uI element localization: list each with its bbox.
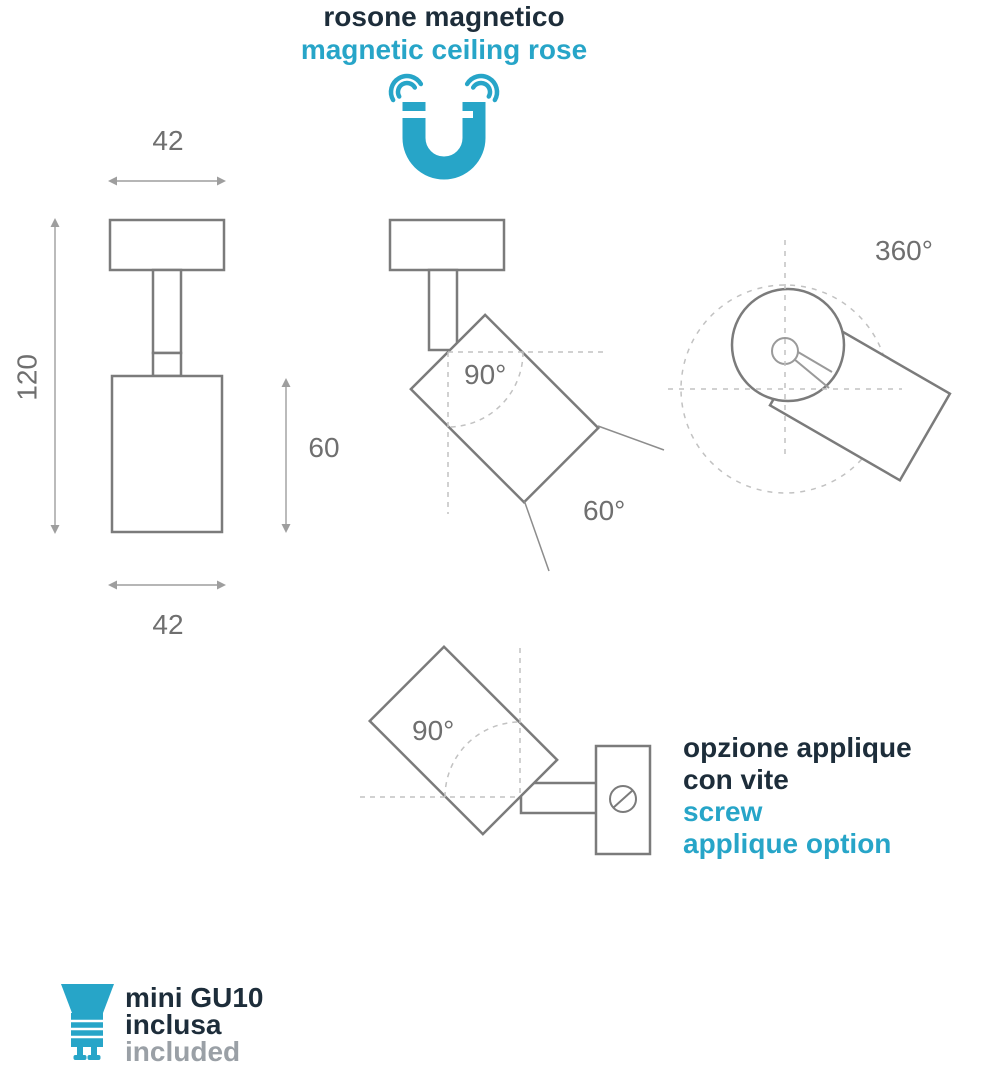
lamp-note-line1: mini GU10	[125, 982, 264, 1013]
bulb-ridges	[71, 1019, 103, 1039]
magnet-icon	[388, 73, 500, 180]
lamp-note-line3: included	[125, 1036, 241, 1067]
beam-angle-label: 60°	[583, 495, 626, 526]
ceiling-rose-tilt	[388, 218, 506, 272]
magnet-signal-waves-left	[388, 73, 424, 103]
beam-angle-lines	[523, 425, 665, 572]
applique-construction-lines	[360, 648, 521, 798]
dim-label-top-width: 42	[152, 125, 184, 156]
ceiling-rose-top	[730, 287, 846, 403]
bulb-head	[61, 984, 114, 1013]
rotation-angle-label: 360°	[875, 235, 933, 266]
magnet-pole-bands	[401, 111, 473, 118]
dim-label-total-height: 120	[11, 354, 43, 401]
dim-label-body-height: 60	[308, 432, 340, 463]
applique-tilt-angle-label: 90°	[412, 715, 455, 746]
dim-label-bottom-width: 42	[152, 609, 184, 640]
ceiling-rose-front	[108, 218, 226, 272]
screw-icon	[609, 785, 637, 813]
magnet-signal-waves-right	[464, 73, 500, 103]
stem-tilt	[427, 268, 459, 352]
applique-label-en-line1: screw	[683, 796, 763, 827]
stem-upper-front	[151, 268, 183, 355]
spot-body-applique	[367, 644, 559, 836]
stem-applique	[519, 781, 600, 815]
page-subtitle: magnetic ceiling rose	[300, 34, 588, 65]
crosshair-lines	[668, 240, 902, 460]
applique-label-it-line1: opzione applique	[683, 732, 912, 763]
applique-label-en-line2: applique option	[683, 828, 892, 859]
page-title: rosone magnetico	[323, 1, 565, 32]
tilt-construction-lines	[447, 351, 604, 514]
applique-view-drawing	[360, 644, 652, 856]
stem-joint-front	[151, 351, 183, 378]
lamp-note-line2: inclusa	[125, 1009, 222, 1040]
applique-label-it-line2: con vite	[683, 764, 789, 795]
magnet-u-shape	[402, 102, 486, 180]
front-view	[108, 218, 226, 534]
dimension-lines	[50, 176, 291, 590]
fork-lines-top	[793, 351, 833, 389]
gu10-bulb-icon	[61, 984, 114, 1060]
top-view	[668, 240, 952, 494]
spot-body-front	[110, 374, 224, 534]
tilt-angle-label: 90°	[464, 359, 507, 390]
tilt-view	[388, 218, 665, 572]
